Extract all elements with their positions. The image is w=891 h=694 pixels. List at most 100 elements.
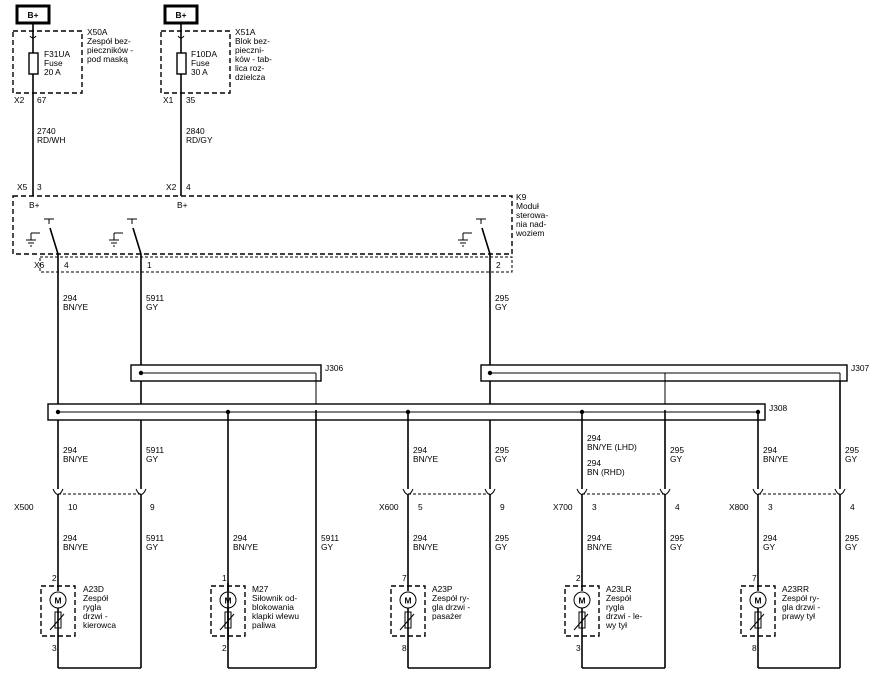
connector-pin: 9 [500, 502, 505, 512]
fuse-block-name-1: Zespół bez- [87, 36, 131, 46]
wire-circuit: 294 [763, 533, 777, 543]
wire-circuit: 294 [63, 533, 77, 543]
actuator-name-3: prawy tył [782, 611, 815, 621]
wire-circuit: 5911 [146, 533, 164, 543]
module-out-pin: 4 [64, 260, 69, 270]
wire-color: BN/YE [413, 454, 439, 464]
wire-circuit: 294 [63, 293, 77, 303]
fuse-block-name-3: ków - tab- [235, 54, 272, 64]
actuator-pin-top: 2 [52, 573, 57, 583]
wire-color: GY [670, 542, 683, 552]
wire-color: GY [146, 454, 159, 464]
pin-label: 67 [37, 95, 47, 105]
wire-color: GY [146, 542, 159, 552]
lock-switch-icon [54, 611, 62, 629]
actuator-name-1: Zespół ry- [432, 593, 469, 603]
wire-color: GY [763, 542, 776, 552]
lock-switch-icon [224, 611, 232, 629]
wire-color: GY [845, 454, 858, 464]
connector-label: X600 [379, 502, 399, 512]
module-out-pin: 2 [496, 260, 501, 270]
inline-connector [402, 488, 496, 500]
actuator-name-3: drzwi - [83, 611, 108, 621]
fuse-block-name-3: pod maską [87, 54, 128, 64]
wire-circuit: 5911 [321, 533, 339, 543]
actuator-m27-label: 1 2 M27 Siłownik od- blokowania klapki w… [222, 573, 299, 653]
fuse-block-name-2: pieczni- [235, 45, 264, 55]
actuator-id: A23D [83, 584, 104, 594]
wire-circuit: 294 [587, 433, 601, 443]
connector-label: X2 [14, 95, 25, 105]
fuse-f10da-icon [176, 52, 187, 75]
wire-color: GY [495, 454, 508, 464]
actuator-name-3: drzwi - le- [606, 611, 643, 621]
fuse-id: F31UA [44, 49, 70, 59]
wire-circuit-alt: 294 [587, 458, 601, 468]
splice-label: J308 [769, 403, 788, 413]
fuse-rating: 20 A [44, 67, 61, 77]
module-name-1: Moduł [516, 201, 539, 211]
actuator-id: A23RR [782, 584, 809, 594]
wire-color: BN/YE [63, 542, 89, 552]
actuator-name-2: gla drzwi - [782, 602, 820, 612]
relay-switch-icon [458, 218, 491, 255]
splice-j306: J306 [130, 363, 344, 410]
actuator-pin-bottom: 3 [52, 643, 57, 653]
module-input-label-a: B+ [29, 200, 40, 210]
wire-circuit: 2840 [186, 126, 205, 136]
actuator-name-2: gla drzwi - [432, 602, 470, 612]
actuator-id: M27 [252, 584, 269, 594]
door-lock-actuator: M [740, 583, 776, 640]
wire-circuit: 294 [233, 533, 247, 543]
wire-circuit: 294 [763, 445, 777, 455]
wire-circuit: 294 [63, 445, 77, 455]
module-connector-b: X2 [166, 182, 177, 192]
module-out-pin: 1 [147, 260, 152, 270]
door-lock-actuator: M [390, 583, 426, 640]
wire-color: GY [146, 302, 159, 312]
connector-label: X1 [163, 95, 174, 105]
motor-label: M [225, 596, 232, 606]
relay-switch-icon [26, 218, 59, 255]
actuator-pin-bottom: 8 [402, 643, 407, 653]
lock-switch-icon [404, 611, 412, 629]
pin-label: 35 [186, 95, 196, 105]
fuse-block-name-2: pieczników - [87, 45, 133, 55]
relay-switch-icon [109, 218, 142, 255]
actuator-name-1: Siłownik od- [252, 593, 297, 603]
wire-color: BN/YE [63, 454, 89, 464]
wire-circuit: 295 [495, 533, 509, 543]
wire-circuit: 294 [413, 445, 427, 455]
actuator-pin-bottom: 2 [222, 643, 227, 653]
wire-color: BN/YE [587, 542, 613, 552]
module-connector-a: X5 [17, 182, 28, 192]
actuator-name-2: rygla [606, 602, 624, 612]
fuse-block-x51a: F10DA Fuse 30 A X51A Blok bez- pieczni- … [160, 23, 272, 105]
fuse-block-x50a: F31UA Fuse 20 A X50A Zespół bez- pieczni… [12, 23, 133, 105]
inline-connector [752, 488, 846, 500]
wire-color: RD/GY [186, 135, 213, 145]
motor-label: M [55, 596, 62, 606]
power-label-right: B+ [176, 10, 187, 20]
lock-switch-icon [578, 611, 586, 629]
actuator-pin-bottom: 3 [576, 643, 581, 653]
actuator-name-4: paliwa [252, 620, 276, 630]
fuse-rating: 30 A [191, 67, 208, 77]
actuator-a23d-label: 2 3 A23D Zespół rygla drzwi - kierowca [52, 573, 116, 653]
wire-circuit: 295 [495, 293, 509, 303]
module-pin-a: 3 [37, 182, 42, 192]
fuse-word: Fuse [44, 58, 63, 68]
wire-circuit: 5911 [146, 445, 164, 455]
inline-connector [576, 488, 671, 500]
fuse-block-id: X50A [87, 27, 108, 37]
wire-circuit: 295 [670, 533, 684, 543]
fuse-f31ua-icon [28, 52, 39, 75]
actuator-pin-bottom: 8 [752, 643, 757, 653]
actuator-a23p-label: 7 8 A23P Zespół ry- gla drzwi - pasażer [402, 573, 470, 653]
actuator-a23rr-label: 7 8 A23RR Zespół ry- gla drzwi - prawy t… [752, 573, 820, 653]
actuator-name-4: kierowca [83, 620, 116, 630]
actuator-pin-top: 1 [222, 573, 227, 583]
actuator-name-3: klapki wlewu [252, 611, 299, 621]
